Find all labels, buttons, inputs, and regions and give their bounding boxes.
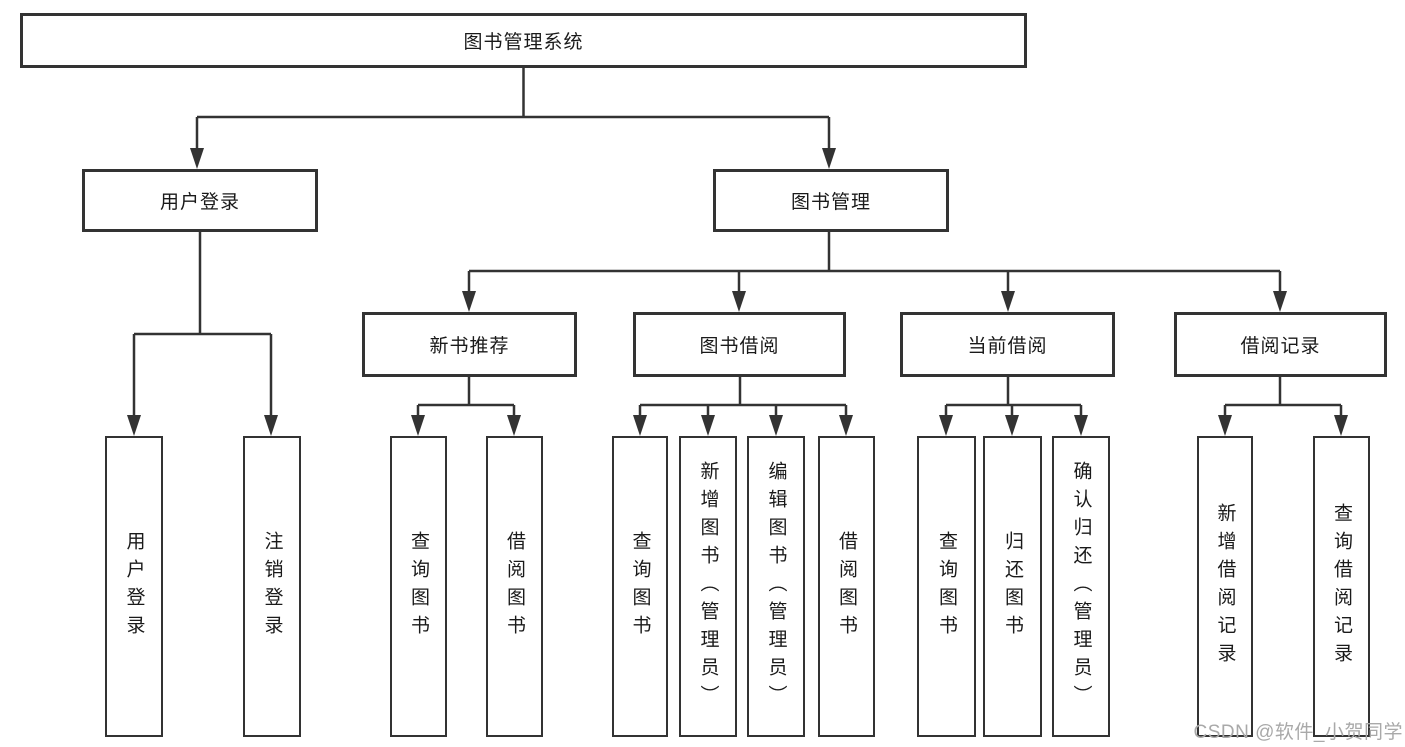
leaf-return-book-label: 归还图书 bbox=[1002, 530, 1023, 643]
leaf-current-query-books-label: 查询图书 bbox=[936, 530, 957, 643]
leaf-add-book-admin: 新增图书（管理员） bbox=[679, 436, 737, 737]
arrowheads bbox=[127, 148, 1348, 436]
leaf-user-login: 用户登录 bbox=[105, 436, 163, 737]
leaf-recommend-borrow-books: 借阅图书 bbox=[486, 436, 543, 737]
leaf-borrow-query-books-label: 查询图书 bbox=[629, 530, 651, 643]
leaf-query-borrow-record-label: 查询借阅记录 bbox=[1331, 502, 1352, 671]
leaf-recommend-query-books: 查询图书 bbox=[390, 436, 447, 737]
leaf-edit-book-admin-label: 编辑图书（管理员） bbox=[765, 460, 787, 713]
node-current-borrow: 当前借阅 bbox=[900, 312, 1115, 377]
leaf-return-book: 归还图书 bbox=[983, 436, 1042, 737]
leaf-query-borrow-record: 查询借阅记录 bbox=[1313, 436, 1370, 737]
node-book-mgmt: 图书管理 bbox=[713, 169, 949, 232]
leaf-user-login-label: 用户登录 bbox=[123, 530, 145, 643]
node-book-mgmt-label: 图书管理 bbox=[790, 192, 871, 213]
leaf-borrow-query-books: 查询图书 bbox=[612, 436, 668, 737]
connector-records bbox=[1223, 377, 1343, 417]
node-user-login: 用户登录 bbox=[82, 169, 318, 232]
connector-book-mgmt bbox=[467, 232, 1282, 293]
node-new-book-recommend-label: 新书推荐 bbox=[429, 336, 510, 357]
leaf-edit-book-admin: 编辑图书（管理员） bbox=[747, 436, 805, 737]
leaf-confirm-return-admin-label: 确认归还（管理员） bbox=[1070, 460, 1092, 713]
node-user-login-label: 用户登录 bbox=[159, 192, 240, 213]
connector-root bbox=[195, 68, 831, 150]
leaf-add-borrow-record: 新增借阅记录 bbox=[1197, 436, 1253, 737]
leaf-borrow-borrow-books: 借阅图书 bbox=[818, 436, 875, 737]
leaf-recommend-borrow-books-label: 借阅图书 bbox=[504, 530, 525, 643]
node-root: 图书管理系统 bbox=[20, 13, 1027, 68]
node-book-borrow: 图书借阅 bbox=[633, 312, 846, 377]
leaf-add-book-admin-label: 新增图书（管理员） bbox=[697, 460, 719, 713]
node-borrow-records-label: 借阅记录 bbox=[1240, 336, 1321, 357]
node-current-borrow-label: 当前借阅 bbox=[967, 336, 1048, 357]
connector-borrow bbox=[638, 377, 848, 417]
connector-user-login bbox=[132, 232, 273, 417]
connector-current bbox=[944, 377, 1083, 417]
leaf-borrow-borrow-books-label: 借阅图书 bbox=[836, 530, 857, 643]
leaf-add-borrow-record-label: 新增借阅记录 bbox=[1214, 502, 1236, 671]
node-root-label: 图书管理系统 bbox=[463, 32, 584, 53]
leaf-confirm-return-admin: 确认归还（管理员） bbox=[1052, 436, 1110, 737]
leaf-current-query-books: 查询图书 bbox=[917, 436, 976, 737]
connector-recommend bbox=[416, 377, 516, 417]
leaf-logout-label: 注销登录 bbox=[261, 530, 283, 643]
node-new-book-recommend: 新书推荐 bbox=[362, 312, 577, 377]
watermark: CSDN @软件_小贺同学 bbox=[1193, 722, 1403, 743]
leaf-logout: 注销登录 bbox=[243, 436, 301, 737]
leaf-recommend-query-books-label: 查询图书 bbox=[408, 530, 429, 643]
node-book-borrow-label: 图书借阅 bbox=[699, 336, 780, 357]
node-borrow-records: 借阅记录 bbox=[1174, 312, 1387, 377]
